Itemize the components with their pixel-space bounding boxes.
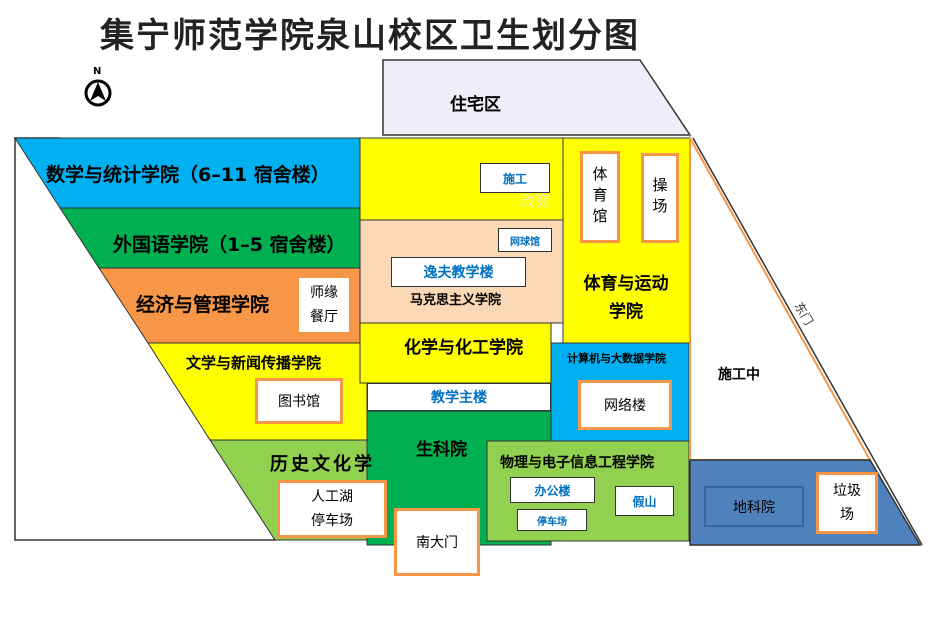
computer-label: 计算机与大数据学院	[567, 352, 666, 365]
residential-label: 住宅区	[450, 95, 501, 115]
yifu-building-box: 逸夫教学楼	[391, 257, 526, 287]
construction-east	[689, 134, 872, 461]
library-box: 图书馆	[255, 378, 343, 424]
map-title: 集宁师范学院泉山校区卫生划分图	[100, 16, 640, 56]
network-box: 网络楼	[578, 380, 672, 430]
math-label: 数学与统计学院（6–11 宿舍楼）	[46, 164, 330, 186]
economics-label: 经济与管理学院	[136, 294, 270, 316]
geology-box: 地科院	[704, 486, 804, 527]
residential-area	[382, 59, 692, 136]
foreign-label: 外国语学院（1–5 宿舍楼）	[113, 234, 346, 256]
garbage-box: 垃圾场	[816, 472, 878, 534]
gym-box: 体育馆	[580, 151, 620, 243]
lake-label: 人工湖	[311, 489, 353, 505]
office-box: 办公楼	[510, 477, 595, 503]
physics-label: 物理与电子信息工程学院	[500, 455, 654, 471]
tennis-box: 网球馆	[498, 228, 552, 252]
marxism-label: 马克思主义学院	[410, 293, 502, 308]
lake-parking-box: 人工湖停车场	[277, 480, 387, 538]
compass-label: N	[93, 66, 102, 77]
literature-label: 文学与新闻传播学院	[186, 354, 322, 372]
construction-box: 施工	[480, 163, 550, 193]
chemistry-zone	[359, 322, 552, 384]
faded-label: 改变	[520, 192, 551, 210]
chemistry-label: 化学与化工学院	[404, 338, 523, 358]
garbage-label: 垃圾场	[833, 483, 861, 523]
parking-lot-label: 停车场	[311, 513, 353, 529]
south-gate: 南大门	[394, 508, 480, 576]
under-construction-label: 施工中	[718, 367, 760, 383]
rockery-box: 假山	[615, 486, 674, 516]
history-label: 历史文化学	[270, 454, 375, 475]
canteen-box: 师缘餐厅	[296, 275, 352, 335]
parking-box: 停车场	[517, 509, 587, 531]
field-box: 操场	[641, 153, 679, 243]
north-arrow-icon	[84, 79, 112, 107]
canteen-label: 师缘餐厅	[310, 285, 338, 325]
main-building-box: 教学主楼	[367, 383, 551, 411]
biology-label: 生科院	[416, 440, 467, 460]
sports-label: 体育与运动学院	[583, 274, 669, 322]
